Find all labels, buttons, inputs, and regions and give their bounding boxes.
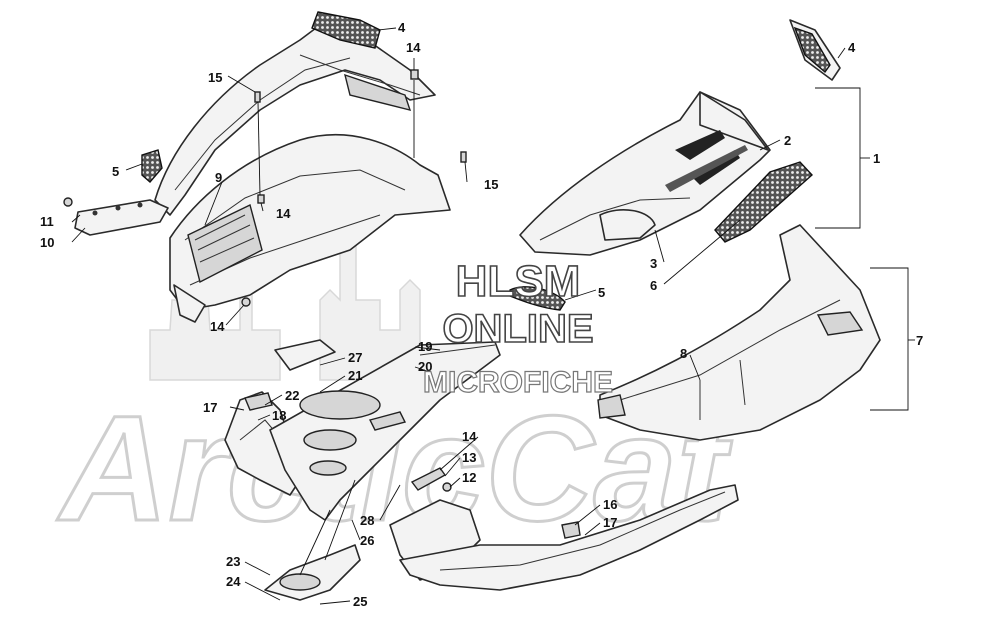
part-6-vent-mesh (714, 161, 813, 243)
part-upper-hood-frame (154, 11, 436, 216)
callout-27: 27 (348, 350, 362, 365)
callout-21: 21 (348, 368, 362, 383)
callout-11: 11 (40, 214, 54, 229)
callout-4: 4 (398, 20, 406, 35)
part-13-bracket (410, 467, 447, 491)
watermark-line3: MICROFICHE (423, 366, 613, 399)
part-27-plate (274, 339, 336, 371)
leader-lines (71, 27, 915, 605)
callout-15: 15 (484, 177, 498, 192)
callout-9: 9 (215, 170, 222, 185)
callout-8: 8 (680, 346, 687, 361)
callout-14: 14 (210, 319, 225, 334)
fasteners-left (241, 69, 467, 307)
callout-4: 4 (848, 40, 856, 55)
watermark-line1: HLSM (456, 257, 581, 306)
callout-10: 10 (40, 235, 54, 250)
watermark-hlsm: HLSM ONLINE MICROFICHE (422, 256, 613, 399)
callout-18: 18 (272, 408, 286, 423)
callout-14: 14 (462, 429, 477, 444)
callout-23: 23 (226, 554, 240, 569)
part-18-side-shield (224, 391, 301, 496)
part-23-lower-plate (264, 479, 361, 601)
callout-20: 20 (418, 359, 432, 374)
callout-16: 16 (603, 497, 617, 512)
callout-28: 28 (360, 513, 374, 528)
callout-19: 19 (418, 339, 432, 354)
part-19-belly-pan (269, 339, 501, 521)
callout-7: 7 (916, 333, 923, 348)
callout-13: 13 (462, 450, 476, 465)
callout-12: 12 (462, 470, 476, 485)
callout-25: 25 (353, 594, 367, 609)
callout-24: 24 (226, 574, 241, 589)
part-5-vent-small-left (141, 149, 163, 183)
part-4-vent-mesh-left (311, 11, 381, 49)
callout-17: 17 (203, 400, 217, 415)
callout-26: 26 (360, 533, 374, 548)
callout-6: 6 (650, 278, 657, 293)
part-5-vent-right (509, 286, 566, 311)
callout-15: 15 (208, 70, 222, 85)
part-9-hood-base (169, 133, 451, 323)
callout-5: 5 (598, 285, 605, 300)
callout-22: 22 (285, 388, 299, 403)
callout-labels: 4 14 15 5 9 11 10 14 15 14 4 2 1 3 6 5 7… (40, 20, 923, 609)
callout-5: 5 (112, 164, 119, 179)
callout-2: 2 (784, 133, 791, 148)
callout-3: 3 (650, 256, 657, 271)
part-10-side-trim (63, 197, 169, 236)
callout-14: 14 (276, 206, 291, 221)
callout-1: 1 (873, 151, 880, 166)
part-7-side-panel (597, 224, 881, 441)
part-16-lower-frame (389, 467, 739, 591)
watermark-line2: ONLINE (442, 307, 593, 351)
callout-17: 17 (603, 515, 617, 530)
part-11-screw (63, 197, 73, 207)
part-2-hood-panel (519, 91, 771, 256)
callout-14: 14 (406, 40, 421, 55)
